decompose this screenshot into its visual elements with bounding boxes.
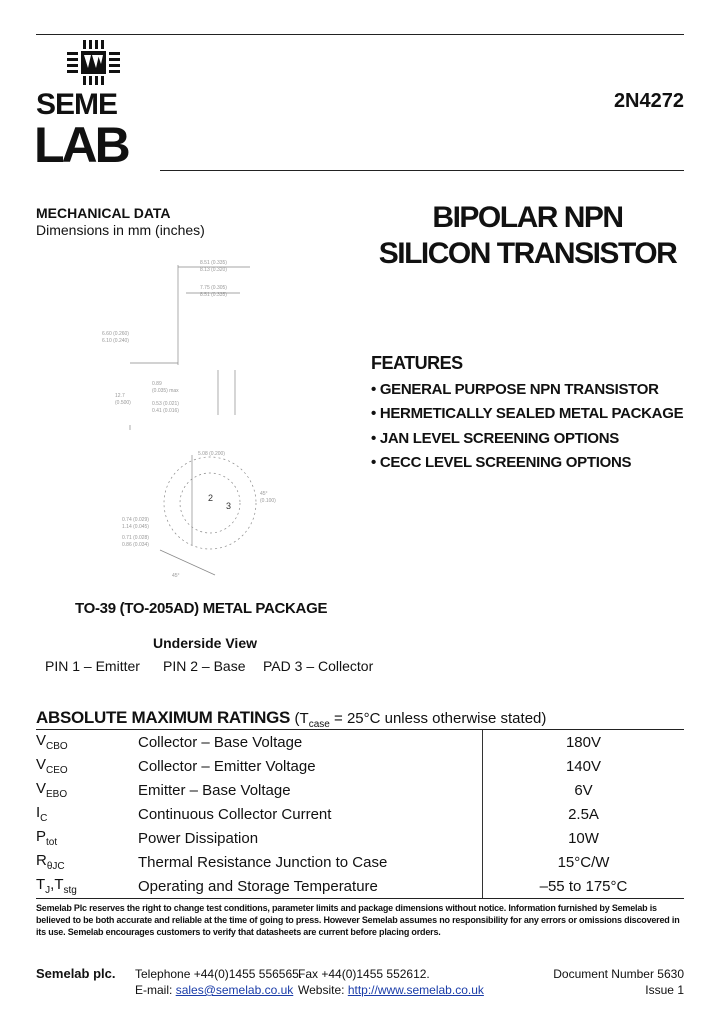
footer-email-link[interactable]: sales@semelab.co.uk [175,983,294,997]
svg-text:0.74 (0.029): 0.74 (0.029) [122,517,149,523]
footer-issue: Issue 1 [645,983,684,997]
device-title: BIPOLAR NPN SILICON TRANSISTOR [355,200,700,272]
rating-value: 180V [482,730,684,754]
ratings-table: VCBO Collector – Base Voltage 180V VCEO Coll… [36,730,684,898]
rating-value: 2.5A [482,802,684,826]
semelab-logo: SEME LAB [34,38,160,173]
ratings-top-rule [36,729,684,730]
footer-fax: Fax +44(0)1455 552612. [298,967,430,981]
footer-website-link[interactable]: http://www.semelab.co.uk [347,983,484,997]
svg-text:0.71 (0.028): 0.71 (0.028) [122,535,149,541]
ratings-row: Ptot Power Dissipation 10W [36,826,684,850]
ratings-bottom-rule [36,898,684,899]
footer-email-label: E-mail: [135,983,173,997]
mechanical-data-title: MECHANICAL DATA [36,205,171,221]
svg-text:45°: 45° [260,491,268,497]
svg-text:(0.100): (0.100) [260,498,276,504]
rating-parameter: Emitter – Base Voltage [138,781,291,799]
rating-parameter: Thermal Resistance Junction to Case [138,853,388,871]
ratings-row: VCBO Collector – Base Voltage 180V [36,730,684,754]
svg-text:0.41 (0.016): 0.41 (0.016) [152,408,179,414]
device-title-line-1: BIPOLAR NPN [432,201,624,234]
disclaimer-text: Semelab Plc reserves the right to change… [36,903,680,937]
pin-label: PAD 3 – Collector [263,658,374,674]
footer-company: Semelab plc. [36,966,116,981]
svg-text:1.14 (0.045): 1.14 (0.045) [122,524,149,530]
svg-text:(0.035) max: (0.035) max [152,388,179,394]
svg-text:12.7: 12.7 [115,393,125,399]
ratings-row: RθJC Thermal Resistance Junction to Case 1… [36,850,684,874]
rating-value: 10W [482,826,684,850]
svg-text:8.51 (0.335): 8.51 (0.335) [200,292,227,298]
underside-view-label: Underside View [153,635,258,651]
svg-text:8.13 (0.320): 8.13 (0.320) [200,267,227,273]
rating-parameter: Collector – Emitter Voltage [138,757,316,775]
part-number: 2N4272 [613,90,684,112]
rating-symbol: TJ,Tstg [36,876,77,896]
footer-website-row: Website: http://www.semelab.co.uk [298,983,484,997]
feature-item: • JAN LEVEL SCREENING OPTIONS [371,430,619,447]
pin-label: PIN 2 – Base [163,658,246,674]
footer-phone: Telephone +44(0)1455 556565. [135,967,303,981]
semelab-logo-mark-icon [67,40,120,85]
svg-text:0.86 (0.034): 0.86 (0.034) [122,542,149,548]
svg-text:6.10 (0.240): 6.10 (0.240) [102,338,129,344]
svg-text:45°: 45° [172,573,180,579]
rating-value: 6V [482,778,684,802]
svg-text:6.60 (0.260): 6.60 (0.260) [102,331,129,337]
svg-text:8.51 (0.335): 8.51 (0.335) [200,260,227,266]
pin-label: PIN 1 – Emitter [45,658,140,674]
svg-text:3: 3 [226,501,231,511]
rating-value: 140V [482,754,684,778]
feature-item: • CECC LEVEL SCREENING OPTIONS [371,454,632,471]
rating-symbol: Ptot [36,828,58,848]
rating-symbol: VCEO [36,756,68,776]
rating-value: –55 to 175°C [482,874,684,898]
rating-parameter: Operating and Storage Temperature [138,877,378,895]
ratings-row: IC Continuous Collector Current 2.5A [36,802,684,826]
package-title: TO-39 (TO-205AD) METAL PACKAGE [75,600,328,617]
ratings-row: VEBO Emitter – Base Voltage 6V [36,778,684,802]
header-bottom-rule [160,170,684,171]
footer-document-number: Document Number 5630 [553,967,684,981]
svg-text:2: 2 [208,493,213,503]
mechanical-data-subtitle: Dimensions in mm (inches) [36,222,205,238]
logo-seme-text: SEME [36,88,118,121]
logo-lab-text: LAB [34,117,131,173]
svg-text:0.89: 0.89 [152,381,162,387]
rating-parameter: Continuous Collector Current [138,805,332,823]
features-title: FEATURES [371,353,463,373]
header-top-rule [36,34,684,35]
ratings-row: VCEO Collector – Emitter Voltage 140V [36,754,684,778]
svg-text:7.75 (0.305): 7.75 (0.305) [200,285,227,291]
rating-parameter: Collector – Base Voltage [138,733,303,751]
rating-symbol: IC [36,804,48,824]
package-outline-drawing: 8.51 (0.335) 8.13 (0.320) 7.75 (0.305) 8… [102,260,276,579]
rating-symbol: VCBO [36,732,68,752]
svg-text:5.08 (0.200): 5.08 (0.200) [198,451,225,457]
ratings-condition: (Tcase = 25°C unless otherwise stated) [294,710,547,730]
rating-symbol: VEBO [36,780,68,800]
feature-item: • HERMETICALLY SEALED METAL PACKAGE [371,405,684,422]
feature-item: • GENERAL PURPOSE NPN TRANSISTOR [371,381,659,398]
rating-value: 15°C/W [482,850,684,874]
ratings-row: TJ,Tstg Operating and Storage Temperature… [36,874,684,898]
svg-text:0.53 (0.021): 0.53 (0.021) [152,401,179,407]
rating-symbol: RθJC [36,852,65,872]
rating-parameter: Power Dissipation [138,829,259,847]
ratings-heading: ABSOLUTE MAXIMUM RATINGS (Tcase = 25°C u… [36,708,546,730]
ratings-title: ABSOLUTE MAXIMUM RATINGS [36,708,291,727]
footer-email-row: E-mail: sales@semelab.co.uk [135,983,293,997]
footer-website-label: Website: [298,983,345,997]
svg-text:(0.500): (0.500) [115,400,131,406]
device-title-line-2: SILICON TRANSISTOR [378,237,678,270]
